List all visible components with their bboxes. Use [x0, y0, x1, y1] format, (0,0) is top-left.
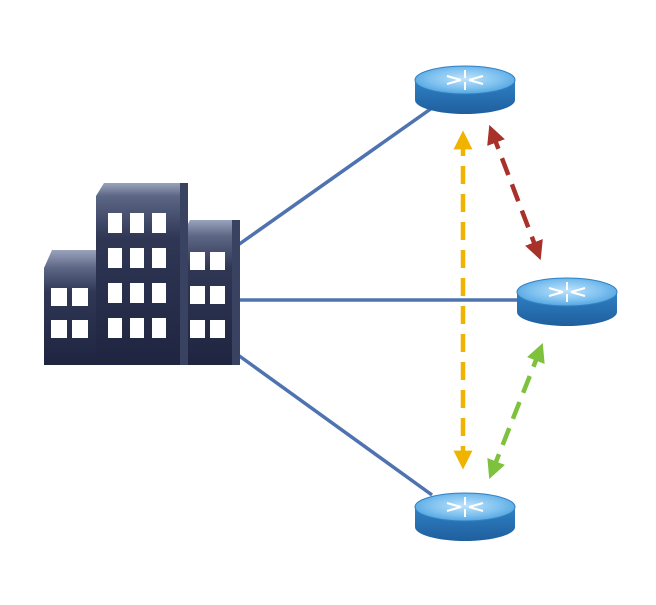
peering-middle-bottom	[487, 342, 545, 480]
router-middle	[516, 277, 618, 326]
building-icon	[44, 183, 240, 365]
router-top	[414, 65, 516, 114]
router-arrows-icon	[446, 497, 484, 517]
link-building-router-bottom	[236, 353, 434, 497]
peering-top-middle	[487, 124, 543, 261]
router-arrows-icon	[548, 282, 586, 302]
router-bottom	[414, 492, 516, 541]
router-arrows-icon	[446, 70, 484, 90]
link-building-router-top	[236, 106, 434, 247]
